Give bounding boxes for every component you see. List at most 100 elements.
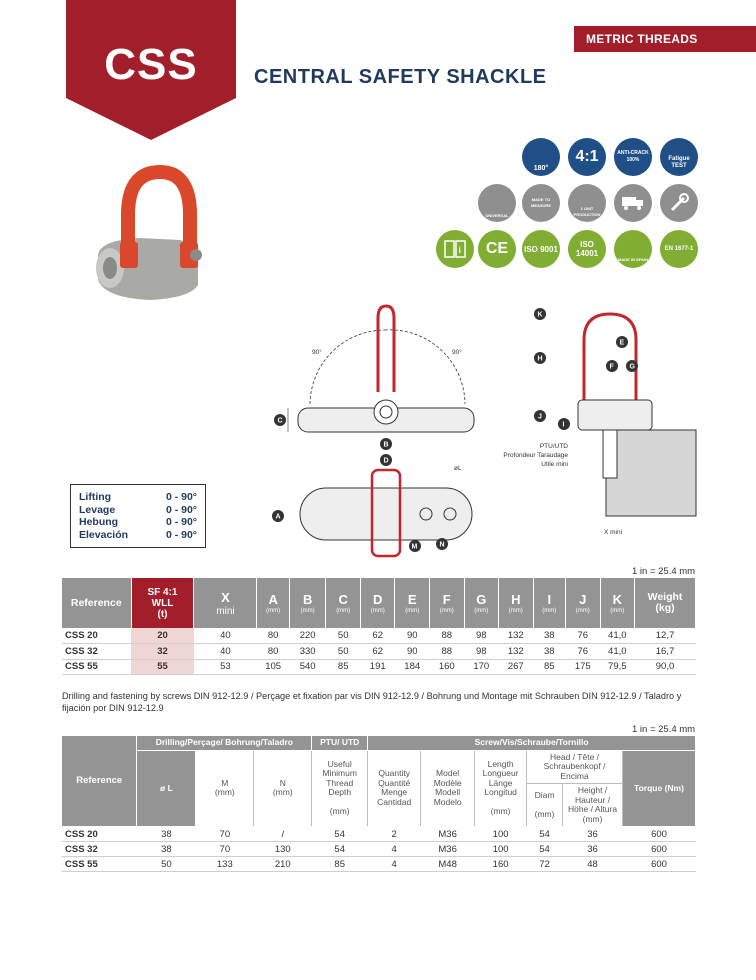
svg-text:H: H bbox=[538, 356, 543, 363]
iso-14001-icon: ISO 14001 bbox=[568, 230, 606, 268]
ptu-label-3: Utile mini bbox=[541, 461, 568, 468]
unit-note-1: 1 in = 25.4 mm bbox=[632, 566, 696, 577]
col-drilling: Drilling/Perçage/ Bohrung/Taladro bbox=[136, 736, 313, 751]
col-reference-2: Reference bbox=[62, 736, 138, 827]
col-d: D(mm) bbox=[360, 578, 396, 628]
drilling-screw-table: Reference Drilling/Perçage/ Bohrung/Tala… bbox=[62, 736, 696, 872]
info-manual-icon: i bbox=[436, 230, 474, 268]
dim-n-marker bbox=[436, 538, 448, 550]
page-title: CENTRAL SAFETY SHACKLE bbox=[254, 66, 547, 88]
dim-h-marker bbox=[534, 352, 546, 364]
svg-text:B: B bbox=[384, 442, 389, 449]
col-a: A(mm) bbox=[256, 578, 290, 628]
header-banner bbox=[66, 0, 236, 140]
rotation-180-icon: 180° bbox=[522, 138, 560, 176]
diam-l-label: øL bbox=[454, 465, 462, 472]
col-reference: Reference bbox=[62, 578, 132, 628]
col-useful-depth: Useful Minimum Thread Depth(mm) bbox=[311, 750, 369, 827]
dim-k-marker bbox=[534, 308, 546, 320]
dim-a-marker bbox=[272, 510, 284, 522]
svg-text:E: E bbox=[620, 340, 625, 347]
col-c: C(mm) bbox=[325, 578, 361, 628]
dim-j-marker bbox=[534, 410, 546, 422]
col-b: B(mm) bbox=[289, 578, 327, 628]
col-quantity: Quantity Quantité Menge Cantidad bbox=[367, 750, 422, 827]
dim-b-marker bbox=[380, 438, 392, 450]
col-h: H(mm) bbox=[498, 578, 534, 628]
universal-icon: UNIVERSAL bbox=[478, 184, 516, 222]
col-e: E(mm) bbox=[394, 578, 430, 628]
svg-text:K: K bbox=[538, 312, 543, 319]
col-k: K(mm) bbox=[600, 578, 636, 628]
technical-drawing: 90° 90° C B D øL A M N K H E F G J I PTU… bbox=[272, 304, 697, 558]
product-code: CSS bbox=[104, 40, 198, 89]
angle-left-label: 90° bbox=[312, 348, 322, 356]
fatigue-test-icon: Fatigue TEST bbox=[660, 138, 698, 176]
dim-g-marker bbox=[626, 360, 638, 372]
x-mini-label: X mini bbox=[604, 529, 622, 536]
col-ptu: PTU/ UTD bbox=[311, 736, 369, 751]
col-model: Model Modèle Modell Modelo bbox=[420, 750, 476, 827]
ptu-label-1: PTU/UTD bbox=[540, 443, 568, 450]
col-diam-l: ø L bbox=[136, 750, 197, 827]
col-torque: Torque (Nm) bbox=[622, 750, 696, 827]
angle-right-label: 90° bbox=[452, 348, 462, 356]
col-j: J(mm) bbox=[565, 578, 601, 628]
dim-e-marker bbox=[616, 336, 628, 348]
en-1677-icon: EN 1677-1 bbox=[660, 230, 698, 268]
delivery-truck-icon bbox=[614, 184, 652, 222]
col-i: I(mm) bbox=[533, 578, 567, 628]
dim-m-marker bbox=[409, 540, 421, 552]
unit-note-2: 1 in = 25.4 mm bbox=[632, 724, 696, 735]
made-to-measure-icon: MADE TO MEASURE bbox=[522, 184, 560, 222]
ptu-label-2: Profondeur Taraudage bbox=[503, 452, 568, 459]
col-n: N(mm) bbox=[253, 750, 313, 827]
col-diam: Diam(mm) bbox=[526, 783, 564, 827]
wrench-tool-icon bbox=[660, 184, 698, 222]
col-g: G(mm) bbox=[464, 578, 500, 628]
col-m: M(mm) bbox=[195, 750, 255, 827]
svg-text:F: F bbox=[610, 364, 615, 371]
svg-text:I: I bbox=[563, 422, 565, 429]
drilling-note: Drilling and fastening by screws DIN 912… bbox=[62, 691, 682, 713]
col-length: Length Longueur Länge Longitud(mm) bbox=[474, 750, 528, 827]
svg-text:A: A bbox=[276, 514, 281, 521]
svg-text:D: D bbox=[384, 458, 389, 465]
unit-production-icon: 1 UNIT PRODUCTION bbox=[568, 184, 606, 222]
dim-c-marker bbox=[274, 414, 286, 426]
col-height: Height / Hauteur / Höhe / Altura(mm) bbox=[562, 783, 623, 827]
svg-text:C: C bbox=[278, 418, 283, 425]
ce-mark-icon: CE bbox=[478, 230, 516, 268]
svg-text:G: G bbox=[630, 364, 636, 371]
col-weight: Weight(kg) bbox=[634, 578, 696, 628]
col-head: Head / Tête / Schraubenkopf / Encima bbox=[526, 750, 623, 784]
col-screw: Screw/Vis/Schraube/Tornillo bbox=[367, 736, 696, 751]
dim-f-marker bbox=[606, 360, 618, 372]
product-photo bbox=[96, 164, 202, 300]
col-f: F(mm) bbox=[429, 578, 465, 628]
svg-text:N: N bbox=[440, 542, 445, 549]
dim-d-marker bbox=[380, 454, 392, 466]
iso-9001-icon: ISO 9001 bbox=[522, 230, 560, 268]
dim-i-marker bbox=[558, 418, 570, 430]
made-in-spain-icon: MADE IN SPAIN bbox=[614, 230, 652, 268]
svg-text:i: i bbox=[459, 245, 462, 255]
safety-factor-icon: 4:1 bbox=[568, 138, 606, 176]
anti-crack-icon: ANTI-CRACK 100% bbox=[614, 138, 652, 176]
metric-threads-tab: METRIC THREADS bbox=[574, 26, 756, 52]
svg-text:M: M bbox=[412, 544, 418, 551]
